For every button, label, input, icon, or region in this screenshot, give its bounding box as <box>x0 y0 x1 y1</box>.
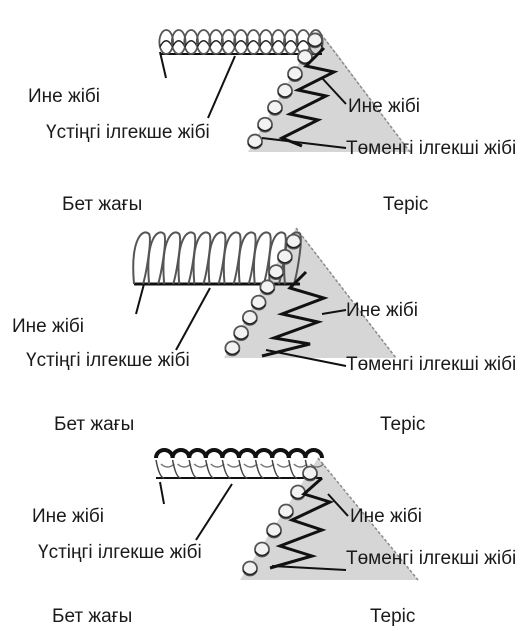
upper-looper-thread-label: Үстіңгі ілгекше жібі <box>38 542 238 564</box>
wrong-side-label: Теріс <box>370 606 415 628</box>
lower-looper-thread-label: Төменгі ілгекші жібі <box>346 138 522 160</box>
stitch-illustration-2 <box>0 210 522 420</box>
lower-looper-thread-label: Төменгі ілгекші жібі <box>346 354 522 376</box>
lower-looper-thread-label: Төменгі ілгекші жібі <box>346 548 522 570</box>
upper-stitch-coil <box>159 30 322 54</box>
needle-thread-label-left: Ине жібі <box>32 506 104 528</box>
upper-stitch-coil <box>156 450 324 478</box>
needle-thread-label-left: Ине жібі <box>28 86 100 108</box>
needle-thread-label-right: Ине жібі <box>348 96 420 118</box>
upper-looper-thread-label: Үстіңгі ілгекше жібі <box>46 122 246 144</box>
stitch-diagram-1: Ине жібі Үстіңгі ілгекше жібі Ине жібі Т… <box>0 0 522 210</box>
stitch-diagram-3: Ине жібі Үстіңгі ілгекше жібі Ине жібі Т… <box>0 420 522 630</box>
needle-thread-label-right: Ине жібі <box>350 506 422 528</box>
stitch-diagram-2: Ине жібі Үстіңгі ілгекше жібі Ине жібі Т… <box>0 210 522 420</box>
upper-looper-thread-label: Үстіңгі ілгекше жібі <box>26 350 226 372</box>
needle-thread-label-left: Ине жібі <box>12 316 84 338</box>
needle-thread-label-right: Ине жібі <box>346 300 418 322</box>
right-side-label: Бет жағы <box>52 606 132 628</box>
